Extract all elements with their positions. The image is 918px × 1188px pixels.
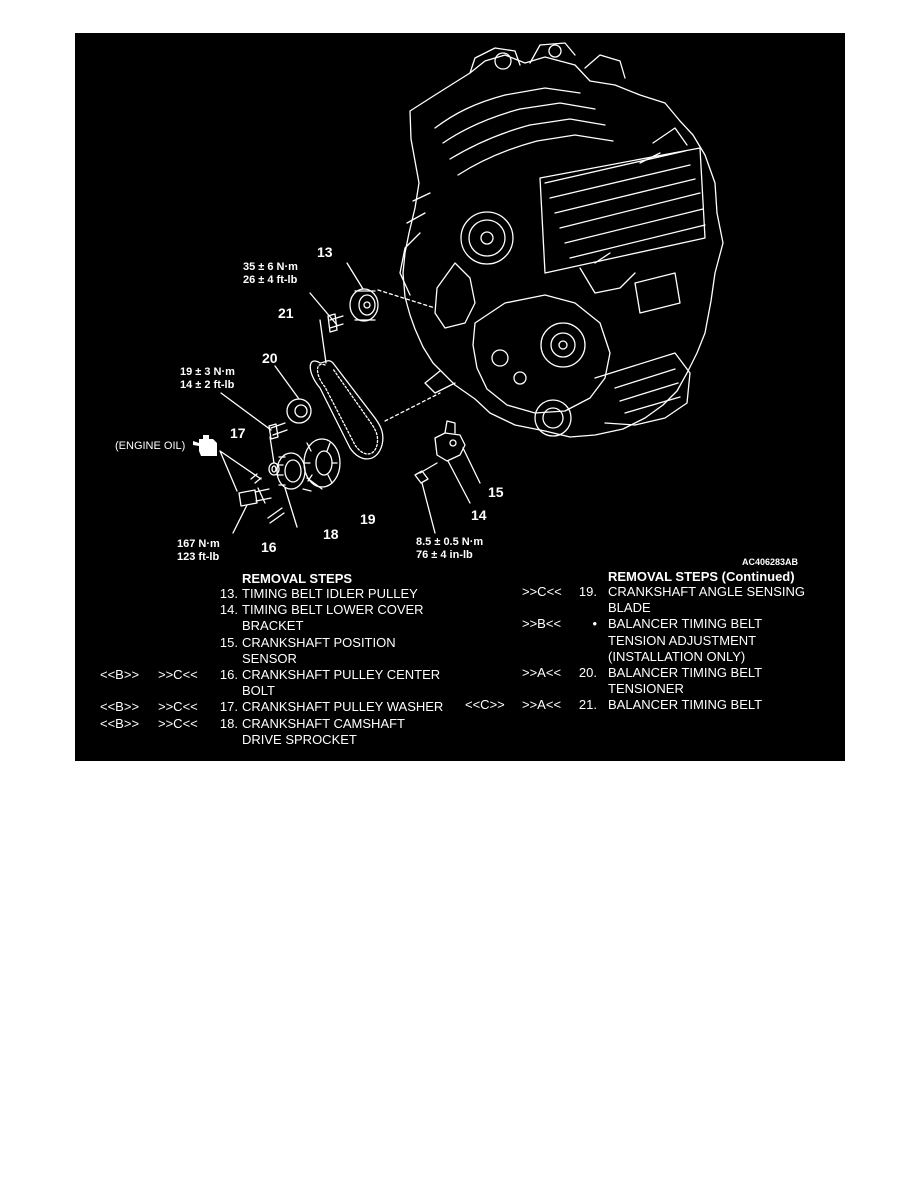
callout-18: 18 bbox=[323, 526, 339, 542]
center-bolt bbox=[238, 473, 272, 507]
step-number: 16. bbox=[219, 667, 238, 682]
figure-id: AC406283AB bbox=[742, 557, 799, 567]
removal-steps-continued-heading: REMOVAL STEPS (Continued) bbox=[608, 569, 795, 584]
callout-13: 13 bbox=[317, 244, 333, 260]
step-ref-c: >>C<< bbox=[522, 584, 562, 599]
step-ref-c: >>B<< bbox=[522, 616, 562, 632]
engine-block bbox=[399, 42, 724, 438]
step-text: TIMING BELT IDLER PULLEY bbox=[242, 586, 418, 601]
callout-21: 21 bbox=[278, 305, 294, 321]
step-number: 20. bbox=[578, 665, 597, 680]
step-text: CRANKSHAFT PULLEY CENTER bbox=[242, 667, 441, 682]
drive-sprocket bbox=[267, 452, 306, 524]
balancer-timing-belt bbox=[309, 360, 384, 460]
oil-can-icon bbox=[193, 435, 217, 456]
step-ref-b: <<C>> bbox=[465, 697, 505, 713]
step-ref-c: >>A<< bbox=[522, 697, 562, 713]
step-ref-c: >>A<< bbox=[522, 665, 562, 680]
callout-16: 16 bbox=[261, 539, 277, 555]
step-text: BALANCER TIMING BELT bbox=[608, 697, 763, 713]
step-number: 17. bbox=[219, 699, 238, 715]
removal-steps-heading: REMOVAL STEPS bbox=[242, 571, 353, 586]
step-ref-c: >>C<< bbox=[158, 715, 198, 731]
callout-15: 15 bbox=[488, 484, 504, 500]
step-ref-c: >>C<< bbox=[158, 667, 198, 682]
callout-19: 19 bbox=[360, 511, 376, 527]
step-ref-b: <<B>> bbox=[100, 699, 140, 715]
step-number: 19. bbox=[578, 584, 597, 599]
step-number: 18. bbox=[219, 715, 238, 731]
step-text: TENSION ADJUSTMENT bbox=[608, 632, 757, 648]
engine-illustration bbox=[193, 42, 724, 534]
step-text: CRANKSHAFT POSITION bbox=[242, 634, 396, 650]
step-text: BLADE bbox=[608, 600, 651, 616]
crank-position-sensor bbox=[414, 420, 466, 484]
step-number: 21. bbox=[578, 697, 597, 713]
step-ref-c: >>C<< bbox=[158, 699, 198, 715]
step-number: • bbox=[592, 616, 597, 632]
step-number: 13. bbox=[219, 586, 238, 601]
step-ref-b: <<B>> bbox=[100, 667, 140, 682]
step-number: 14. bbox=[219, 602, 238, 618]
step-text: CRANKSHAFT CAMSHAFT bbox=[242, 715, 405, 731]
step-text: CRANKSHAFT ANGLE SENSING bbox=[608, 584, 805, 599]
step-text: BRACKET bbox=[242, 618, 304, 634]
step-text: CRANKSHAFT PULLEY WASHER bbox=[242, 699, 444, 715]
step-text: DRIVE SPROCKET bbox=[242, 731, 357, 747]
balancer-tensioner bbox=[268, 398, 312, 440]
step-text: BOLT bbox=[242, 683, 275, 699]
step-text: TENSIONER bbox=[608, 681, 684, 697]
callout-17: 17 bbox=[230, 425, 246, 441]
step-number: 15. bbox=[219, 634, 238, 650]
engine-oil-note: (ENGINE OIL) bbox=[115, 440, 186, 452]
callout-14: 14 bbox=[471, 507, 487, 523]
step-text: SENSOR bbox=[242, 650, 297, 666]
step-text: TIMING BELT LOWER COVER bbox=[242, 602, 424, 618]
callout-20: 20 bbox=[262, 350, 278, 366]
step-ref-b: <<B>> bbox=[100, 715, 140, 731]
idler-pulley bbox=[327, 288, 379, 333]
step-text: BALANCER TIMING BELT bbox=[608, 616, 763, 632]
step-text: BALANCER TIMING BELT bbox=[608, 665, 763, 680]
step-text: (INSTALLATION ONLY) bbox=[608, 648, 746, 664]
